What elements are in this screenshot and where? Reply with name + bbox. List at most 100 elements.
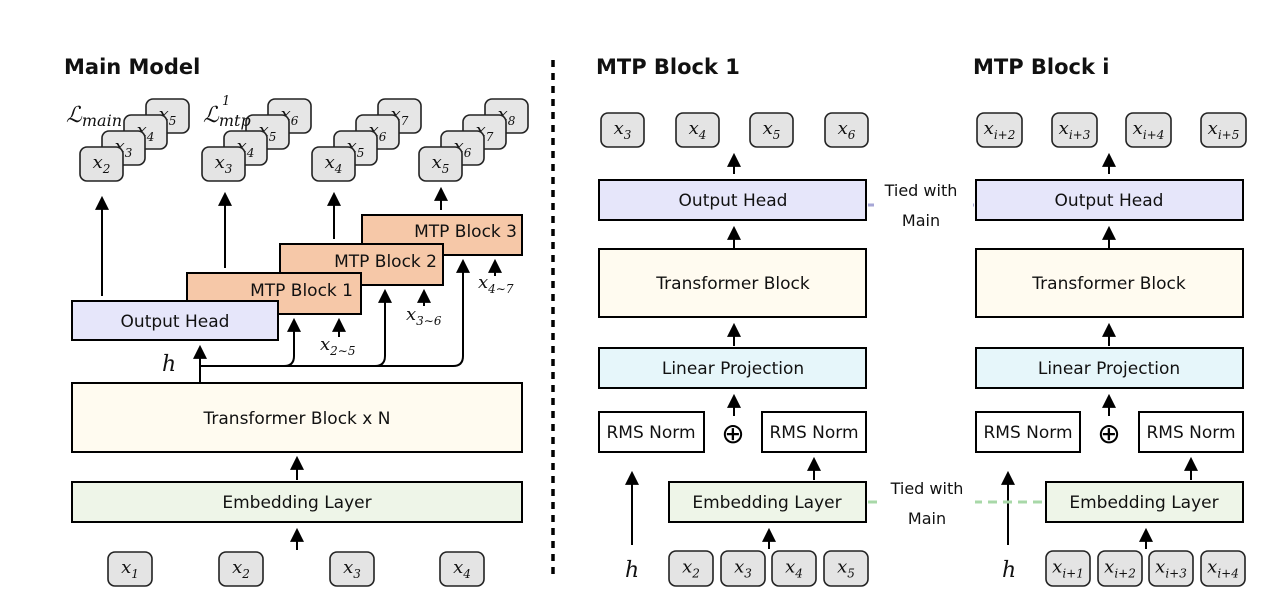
tied-embedding-label-bg — [879, 477, 975, 533]
mtp-block-1-output-token-2: x4 — [675, 112, 720, 148]
mtp-input-x2-5: x2∼5 — [320, 334, 355, 358]
mtp-block-i-output-head-box — [975, 179, 1244, 221]
mtp-block-i-embedding-label: Embedding Layer — [1069, 493, 1218, 513]
output-stack-4-token-1: x5 — [418, 146, 463, 182]
mtp-block-1-output-token-2-box — [675, 112, 720, 148]
main-input-token-3-label: x3 — [343, 557, 361, 581]
main-input-token-2: x2 — [218, 551, 264, 587]
main-model-title: Main Model — [64, 55, 200, 79]
mtp-block-i-rms-norm-left-box — [975, 411, 1081, 453]
mtp-block-i-input-token-4-box — [1200, 550, 1246, 587]
mtp-block-1-output-head-label: Output Head — [679, 191, 788, 211]
loss-mtp-superscript: 1 — [222, 94, 230, 109]
output-stack-4-token-4-label: x8 — [498, 104, 516, 128]
mtp-block-1-rms-norm-left-box — [598, 411, 705, 453]
output-stack-3-token-1: x4 — [311, 146, 356, 182]
output-stack-2-token-1-box — [201, 146, 246, 182]
mtp-block-1-input-token-4: x5 — [823, 550, 869, 587]
output-stack-2-token-1-label: x3 — [215, 152, 233, 176]
mtp-block-i-input-token-1-box — [1045, 550, 1091, 587]
mtp-block-i-transformer-label: Transformer Block — [1031, 274, 1186, 294]
output-stack-2-token-1: x3 — [201, 146, 246, 182]
output-stack-4-token-2-label: x6 — [454, 136, 472, 160]
tied-head-label-bg — [874, 178, 968, 232]
mtp-block-i-output-token-3-box — [1125, 112, 1172, 148]
output-stack-1-token-4-label: x5 — [159, 104, 177, 128]
mtp-block-1-input-token-3: x4 — [771, 550, 817, 587]
main-transformer-block-box — [71, 382, 523, 453]
tied-embedding-line-1: Tied with — [890, 479, 964, 498]
main-input-token-1: x1 — [107, 551, 153, 587]
output-stack-1-token-1-label: x2 — [93, 152, 111, 176]
mtp-block-1-embedding-label: Embedding Layer — [692, 493, 841, 513]
main-transformer-block-label: Transformer Block x N — [203, 409, 391, 429]
main-input-token-3: x3 — [329, 551, 375, 587]
mtp-block-i-title: MTP Block i — [973, 55, 1109, 79]
mtp-block-i-output-token-4-label: xi+5 — [1208, 118, 1240, 142]
loss-main-label: ℒmain — [66, 103, 122, 130]
output-stack-3-token-2-label: x5 — [347, 136, 365, 160]
main-input-token-1-box — [107, 551, 153, 587]
mtp-block-i-input-token-2-label: xi+2 — [1104, 557, 1136, 581]
mtp-block-i-embedding-box — [1045, 481, 1244, 523]
output-stack-1-token-1: x2 — [79, 146, 124, 182]
mtp-block-i-output-token-3-label: xi+4 — [1133, 118, 1165, 142]
mtp-block-1-linear-projection-box — [598, 347, 867, 389]
mtp-block-i-input-token-3: xi+3 — [1148, 550, 1194, 587]
mtp-block-i-output-token-1-box — [976, 112, 1023, 148]
main-input-tokens: x1 x2 x3 x4 — [107, 551, 485, 587]
mtp-block-i-output-token-1-label: xi+2 — [984, 118, 1016, 142]
mtp-block-i-output-token-4: xi+5 — [1200, 112, 1247, 148]
loss-mtp-label: ℒmtp — [203, 103, 251, 130]
main-embedding-layer-label: Embedding Layer — [222, 493, 371, 513]
output-stack-3-token-4-label: x7 — [391, 104, 409, 128]
mtp-block-i-concat-symbol: ⊕ — [1097, 417, 1120, 450]
mtp-block-1-input-token-4-box — [823, 550, 869, 587]
mtp-block-i-input-token-4: xi+4 — [1200, 550, 1246, 587]
main-input-token-2-label: x2 — [232, 557, 250, 581]
tied-embedding-line-2: Main — [908, 509, 946, 528]
tied-head-line-1: Tied with — [884, 181, 958, 200]
mtp-block-1-input-token-1-box — [668, 550, 714, 587]
mtp-block-1-output-head-box — [598, 179, 867, 221]
mtp-block-i-output-tokens: xi+2 xi+3 xi+4 xi+5 — [976, 112, 1247, 148]
main-mtp-block-1-label: MTP Block 1 — [250, 281, 353, 301]
mtp-block-1-input-token-2: x3 — [720, 550, 766, 587]
main-input-token-4-label: x4 — [453, 557, 471, 581]
tied-head-line-2: Main — [902, 211, 940, 230]
main-input-token-1-label: x1 — [121, 557, 139, 581]
mtp-block-i-output-token-2: xi+3 — [1051, 112, 1098, 148]
output-stack-2-token-4-label: x6 — [281, 104, 299, 128]
mtp-block-1-output-token-4: x6 — [824, 112, 869, 148]
mtp-block-1-output-token-4-label: x6 — [838, 118, 856, 142]
mtp-block-1-output-token-4-box — [824, 112, 869, 148]
mtp-block-1-transformer-label: Transformer Block — [655, 274, 810, 294]
mtp-block-1-output-token-1-box — [600, 112, 645, 148]
mtp-block-i-linear-projection-label: Linear Projection — [1038, 359, 1180, 379]
output-stack-3-token-1-label: x4 — [325, 152, 343, 176]
mtp-block-1-embedding-box — [668, 481, 867, 523]
mtp-block-1-input-token-2-box — [720, 550, 766, 587]
mtp-block-1-linear-projection-label: Linear Projection — [662, 359, 804, 379]
mtp-block-1-rms-norm-left-label: RMS Norm — [606, 423, 695, 443]
mtp-block-i-input-token-1: xi+1 — [1045, 550, 1091, 587]
mtp-input-x3-6: x3∼6 — [406, 304, 442, 328]
mtp-block-1-title: MTP Block 1 — [596, 55, 740, 79]
output-stack-3-token-1-box — [311, 146, 356, 182]
output-stack-4-token-3-label: x7 — [476, 120, 494, 144]
main-input-token-3-box — [329, 551, 375, 587]
mtp-block-1-hidden-label: h — [625, 558, 639, 583]
mtp-block-i-output-head-label: Output Head — [1055, 191, 1164, 211]
main-embedding-layer-box — [71, 481, 523, 523]
mtp-block-i-hidden-label: h — [1002, 558, 1016, 583]
arrow-h-to-mtp-block-3 — [200, 258, 470, 367]
output-stack-4-token-1-label: x5 — [432, 152, 450, 176]
main-output-head-box — [71, 300, 279, 341]
mtp-block-i-linear-projection-box — [975, 347, 1244, 389]
mtp-block-1-input-token-4-label: x5 — [837, 557, 855, 581]
